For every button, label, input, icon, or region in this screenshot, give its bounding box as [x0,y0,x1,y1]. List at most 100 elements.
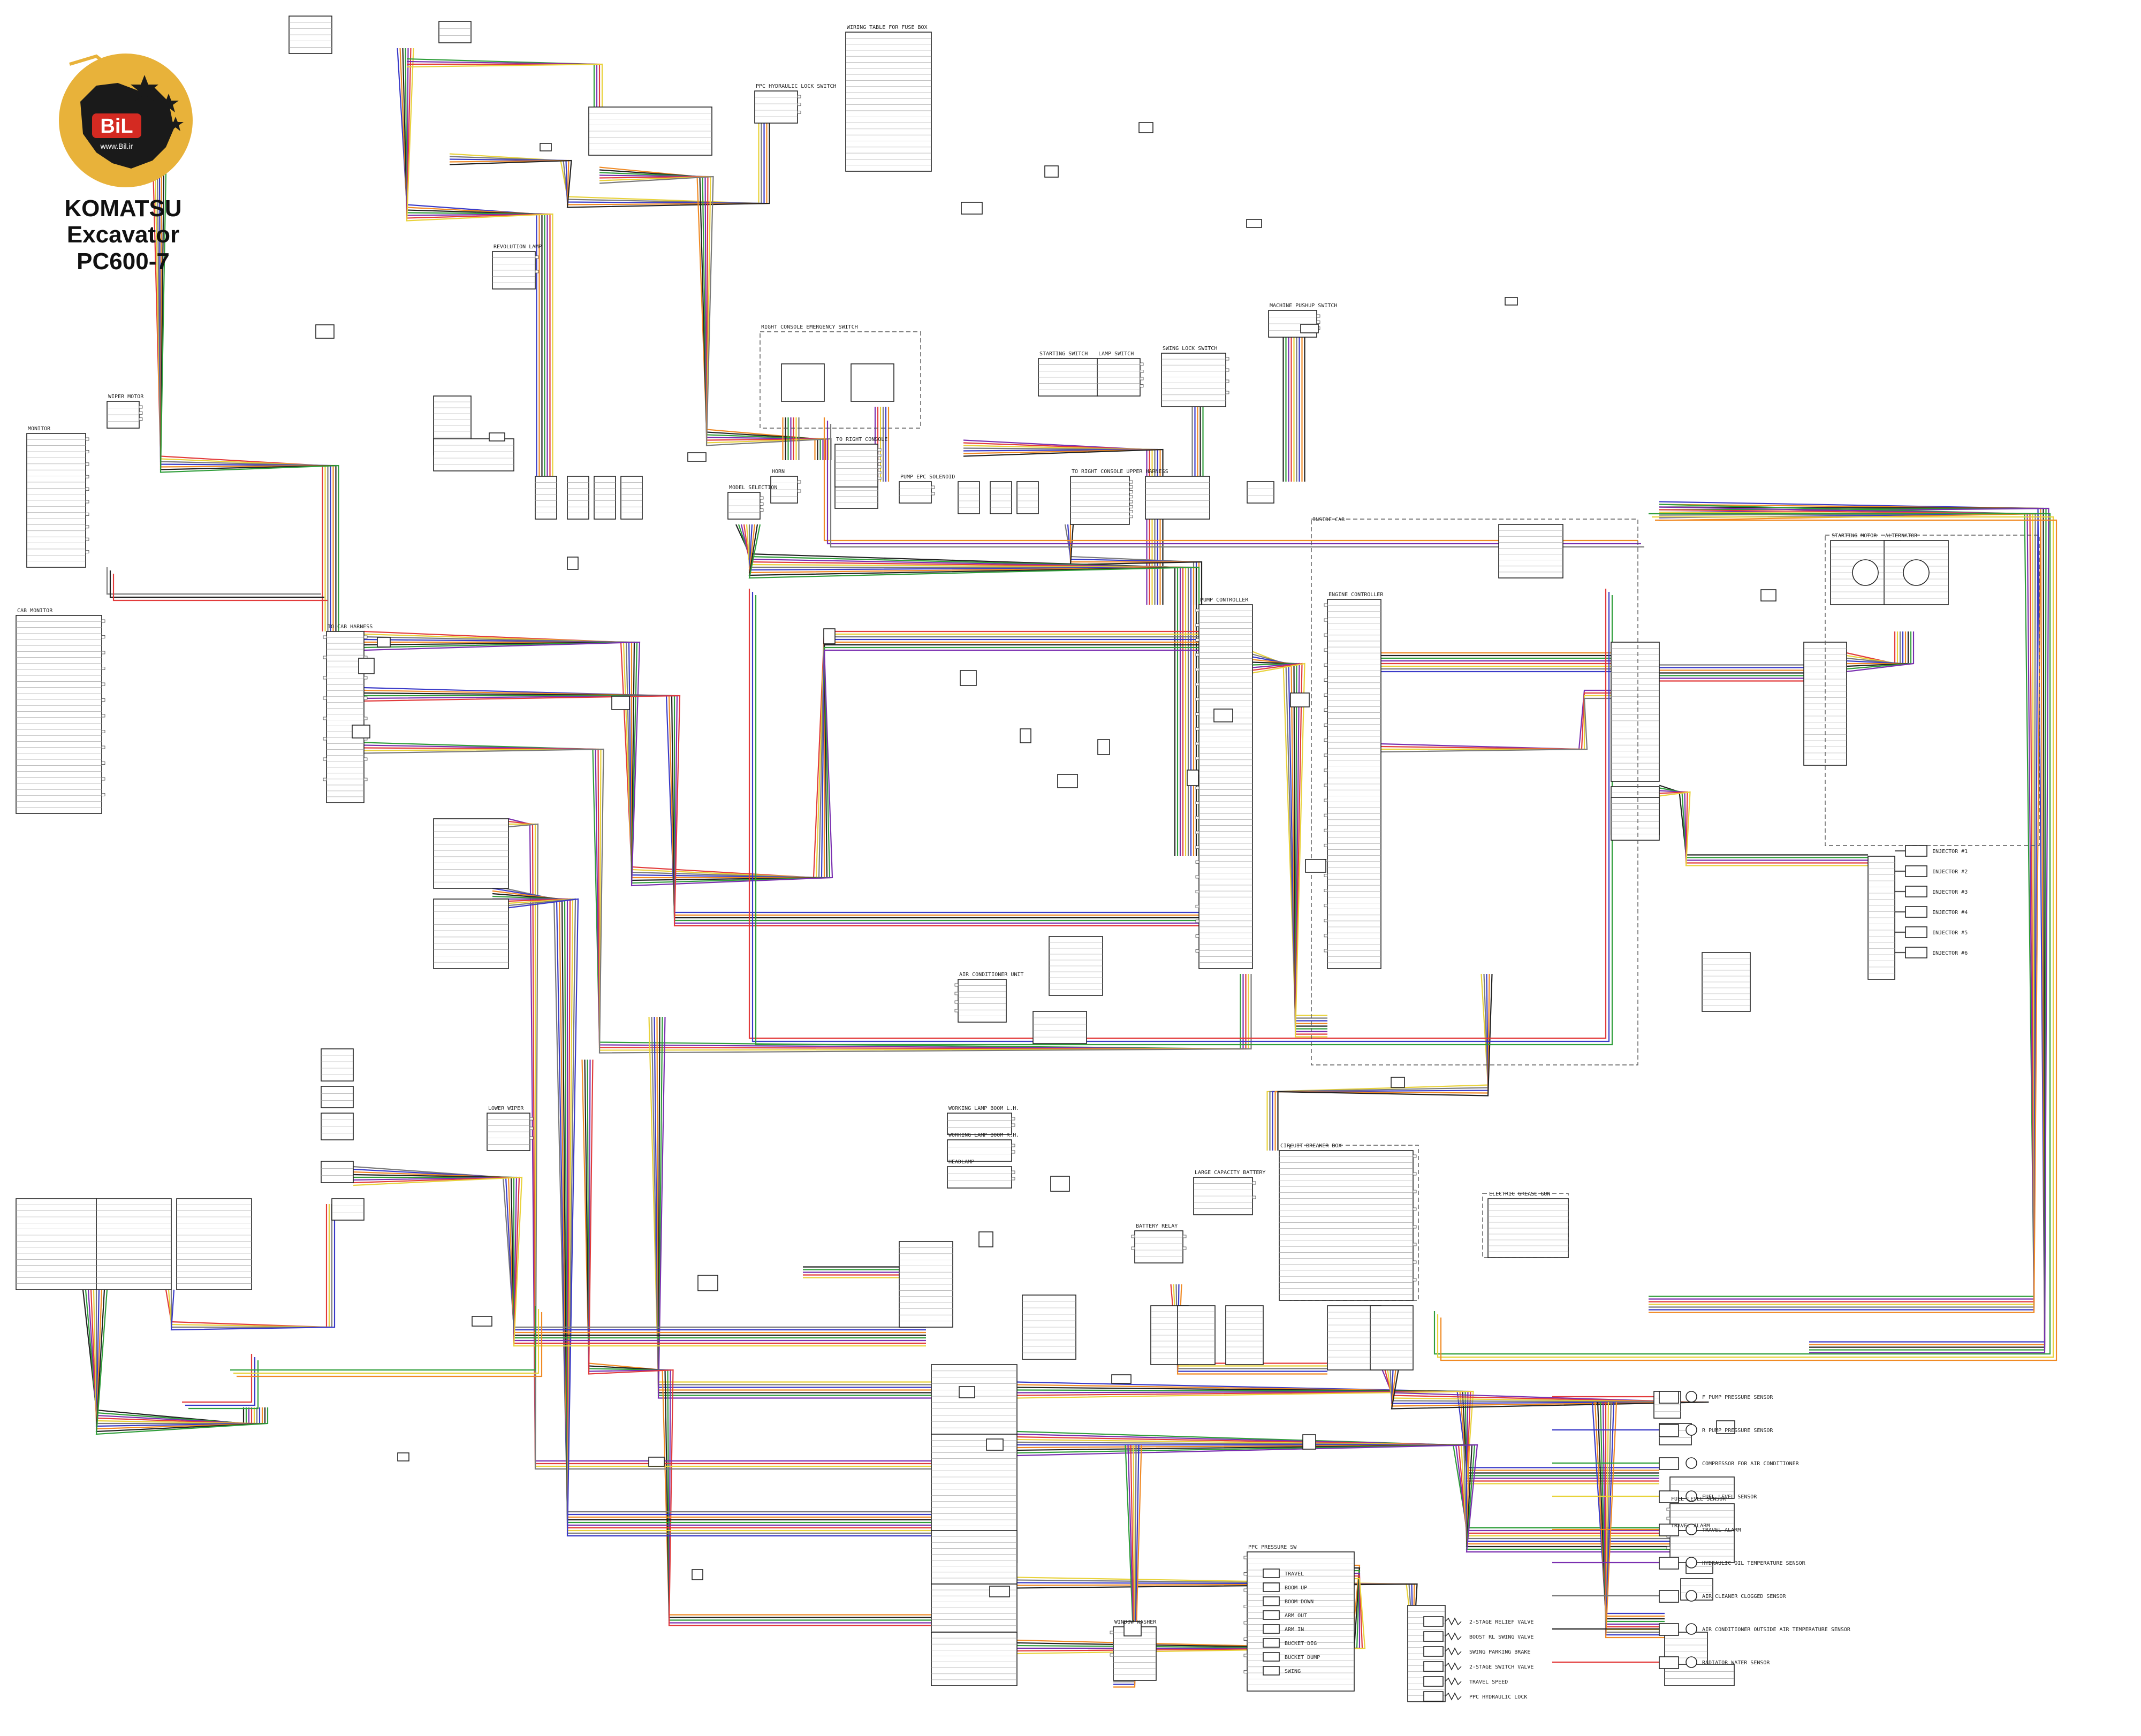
connector-block [331,1198,365,1221]
ppc-switch-label: BOOM UP [1285,1585,1307,1591]
connector-block [1022,1295,1076,1360]
harness-wire [406,48,553,476]
loop-wire [751,592,1610,1042]
revolution-lamp-label: REVOLUTION LAMP [494,244,542,250]
machine-pushup-switch-label: MACHINE PUSHUP SWITCH [1270,303,1337,309]
harness-wire [363,742,1241,1050]
relay-box [489,432,505,441]
lamp-switch-block [1097,358,1144,397]
harness-wire [1659,790,1868,861]
logo-text: BiL [100,115,133,138]
loop-wire [112,574,328,601]
solenoid-item [1423,1676,1462,1687]
to-right-console-label: TO RIGHT CONSOLE [836,437,887,443]
harness-wire [406,60,598,107]
connector-block [321,1161,354,1183]
harness-wire [1649,513,2036,1308]
swing-lock-switch-label: SWING LOCK SWITCH [1163,346,1217,352]
harness-wire [165,1204,328,1328]
harness-wire [738,524,1179,856]
harness-wire [1846,631,1915,673]
harness-wire [87,1289,250,1425]
fuel-level-sensor-block [1666,1503,1735,1531]
connector-block [1611,642,1660,782]
ppc-switch-box [1263,1638,1280,1648]
harness-wire [353,1168,926,1331]
model-selection-label: MODEL SELECTION [729,485,777,491]
harness-wire [508,823,931,1467]
monitor-block [26,433,89,568]
harness-wire [1659,791,1868,864]
harness-wire [1069,524,1203,605]
harness-wire [508,823,931,1470]
solenoid-item [1423,1691,1462,1702]
bil-logo-graphic: BiL www.Bil.ir [59,54,193,187]
harness-wire [599,174,824,460]
harness-wire [492,898,931,1537]
harness-wire [492,885,931,1513]
harness-wire [654,1016,931,1388]
harness-wire [160,96,334,631]
harness-wire [363,695,1199,924]
starting-motor-label: STARTING MOTOR [1832,533,1877,539]
harness-wire [1266,973,1489,1151]
wiring-table-block [845,32,932,172]
sensor-label: R PUMP PRESSURE SENSOR [1702,1428,1773,1434]
sensor-icon [1686,1524,1697,1535]
injector-box [1905,906,1927,918]
ppc-switch-box [1263,1652,1280,1662]
relay-box [472,1316,492,1327]
relay-box [1123,1621,1142,1636]
sensor-label: COMPRESSOR FOR AIR CONDITIONER [1702,1461,1800,1467]
harness-wire [1016,1390,1659,1482]
injector-box [1905,845,1927,857]
connector-block [990,481,1012,514]
harness-wire [353,1166,926,1328]
solenoid-item [1423,1646,1462,1657]
horn-block [770,476,801,504]
harness-wire [1017,1444,1681,1542]
harness-wire [353,1176,926,1339]
harness-wire [588,1059,931,1626]
relay-box [1097,739,1110,755]
harness-wire [406,63,603,107]
ppc-pressure-sw-label: PPC PRESSURE SW [1248,1544,1297,1550]
harness-wire [95,1289,266,1433]
sensor-item [1659,1490,1697,1503]
relay-box [1111,1374,1132,1384]
relay-box [315,324,335,339]
harness-wire [1274,973,1490,1151]
connector-block [1702,952,1751,1012]
harness-wire [1016,1390,1659,1479]
harness-wire [581,1059,931,1616]
loop-wire [1437,516,2054,1358]
harness-wire [1016,1444,1681,1550]
ppc-switch-box [1263,1596,1280,1606]
connector-block [1247,481,1274,504]
connector-block [1145,476,1210,520]
solenoid-icon [1445,1617,1462,1626]
harness-wire [1659,785,1868,856]
loop-wire [826,421,1641,545]
to-right-console-upper-harness-label: TO RIGHT CONSOLE UPPER HARNESS [1072,469,1168,475]
harness-wire [492,887,931,1516]
engine-controller-label: ENGINE CONTROLLER [1328,592,1384,598]
sensor-label: HYDRAULIC OIL TEMPERATURE SENSOR [1702,1560,1806,1566]
sensor-item [1659,1424,1697,1437]
relay-box [377,637,391,648]
connector-block [567,476,589,520]
harness-wire [963,448,1164,605]
harness-wire [743,524,1184,856]
connector-block [931,1530,1018,1585]
solenoid-label: BOOST RL SWING VALVE [1469,1634,1533,1640]
loop-wire [233,1309,540,1374]
harness-wire [95,1290,258,1425]
connector-block [931,1364,1018,1435]
relay-box [978,1231,993,1247]
alternator-label: ALTERNATOR [1885,533,1918,539]
relay-box [1020,728,1031,743]
harness-wire [1252,656,1327,1022]
harness-wire [1659,791,1868,866]
harness-wire [150,96,323,631]
connector-block [321,1086,354,1108]
